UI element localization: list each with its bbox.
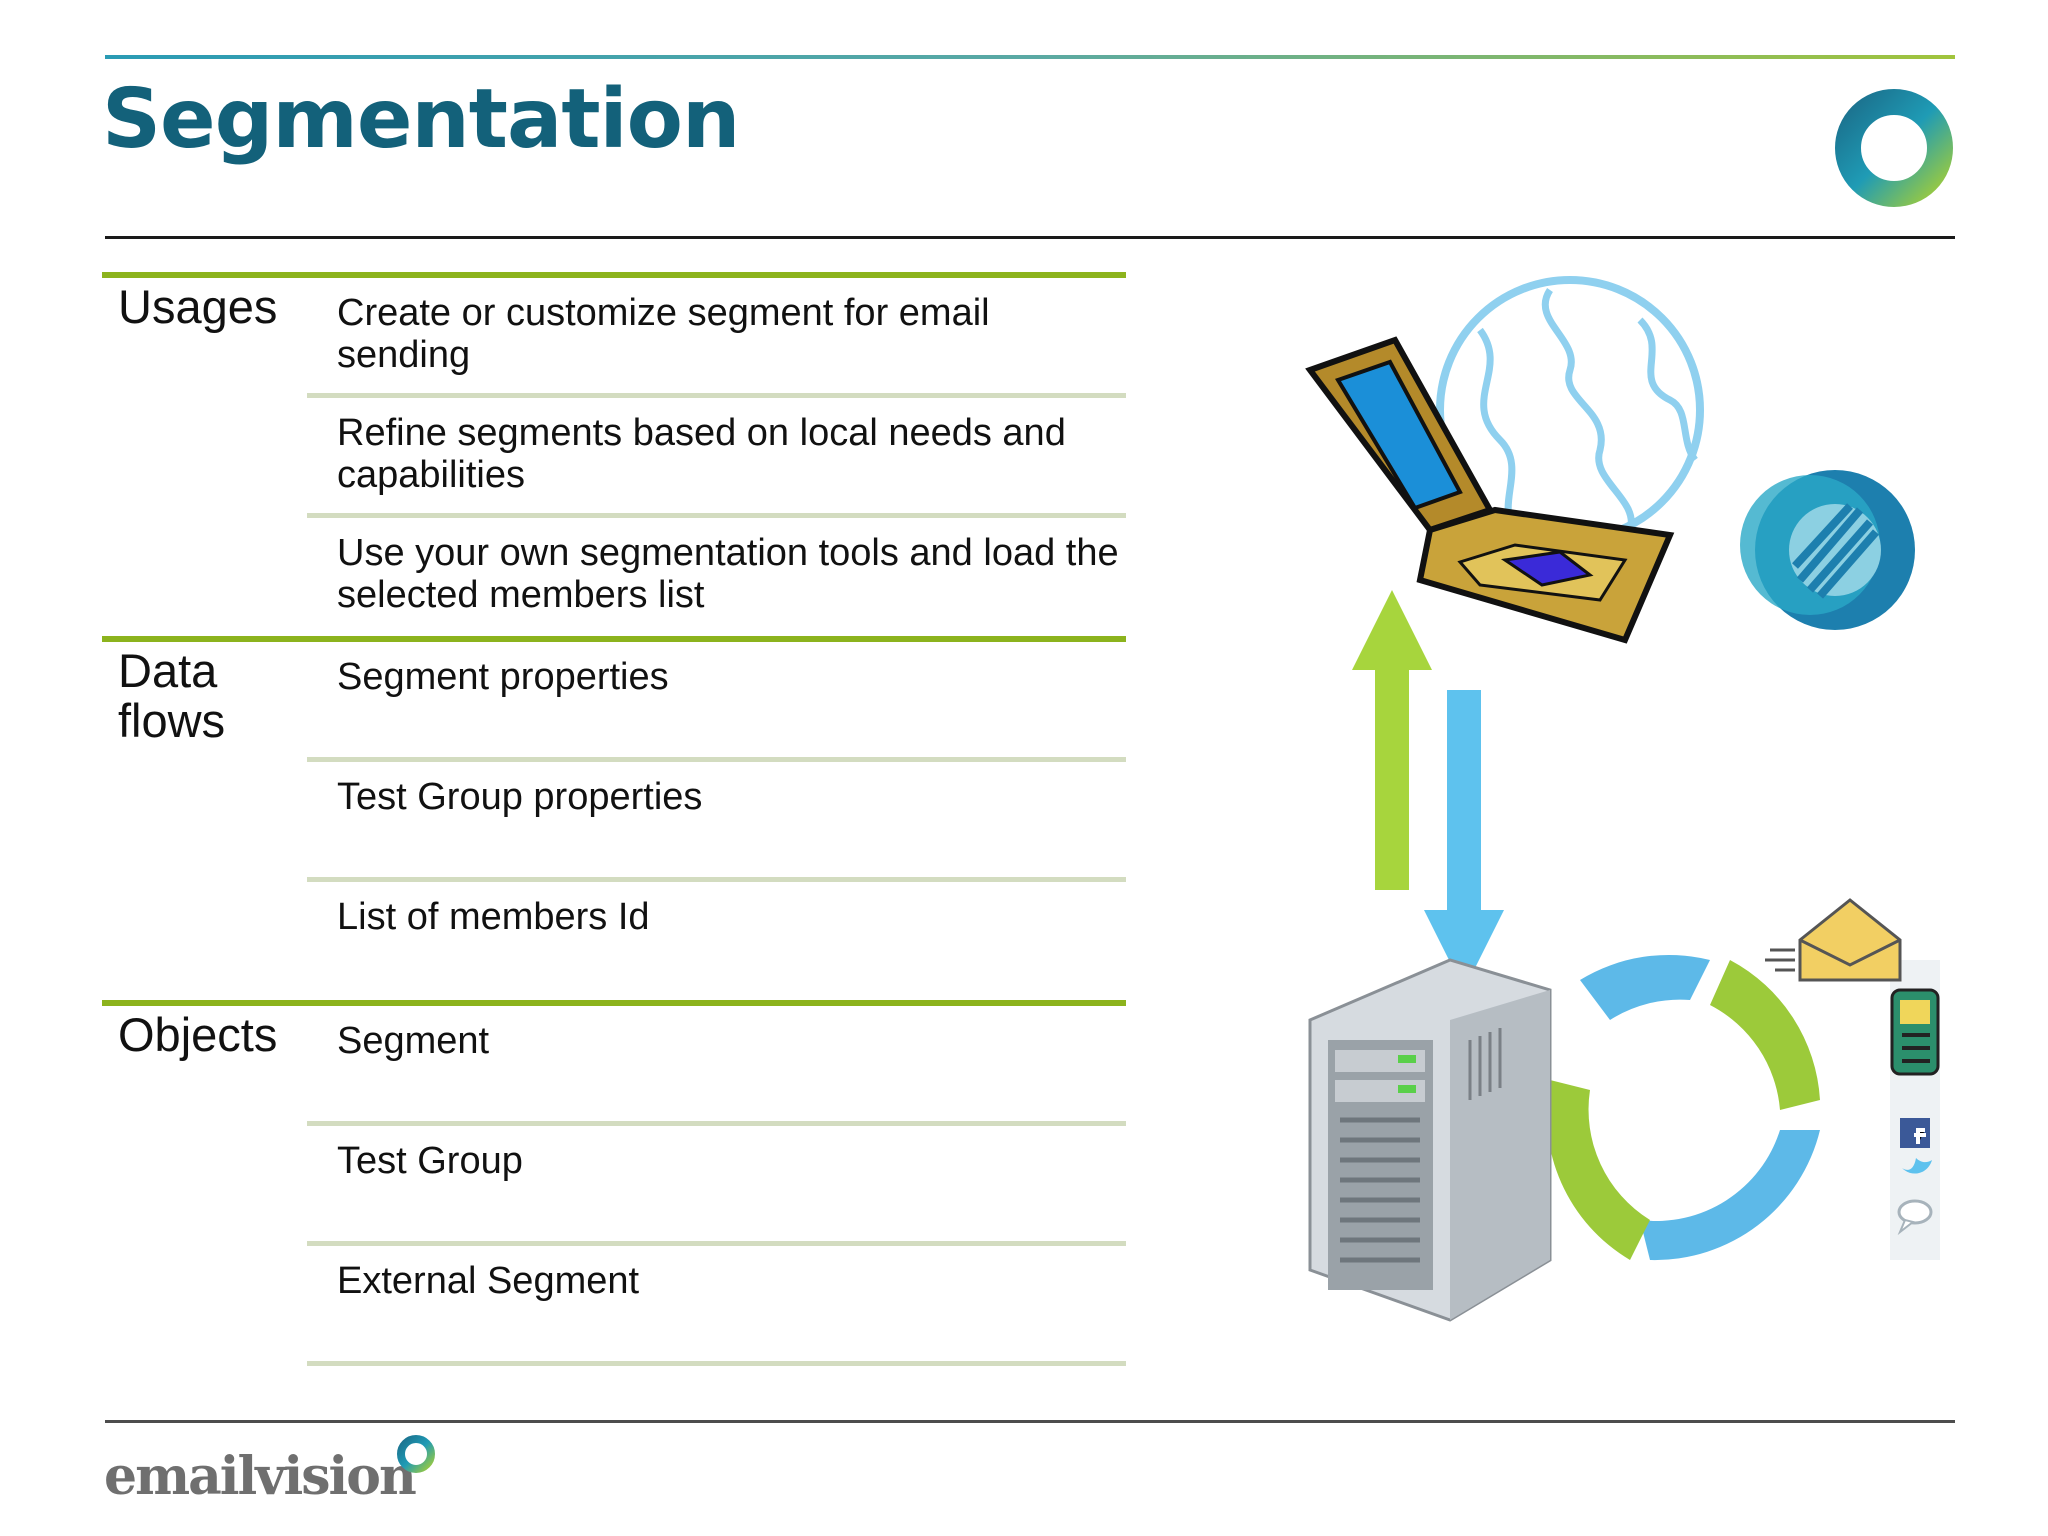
section-objects: Objects Segment Test Group External Segm…: [102, 1000, 1126, 1370]
row-rule: [307, 1121, 1126, 1126]
table-row: Create or customize segment for email se…: [307, 278, 1126, 398]
server-icon: [1308, 958, 1552, 1322]
facebook-icon: [1900, 1118, 1930, 1148]
row-rule: [307, 1361, 1126, 1366]
row-text: Create or customize segment for email se…: [337, 292, 990, 376]
section-label: Data flows: [118, 644, 226, 747]
table-row: Test Group: [307, 1126, 1126, 1246]
twitter-icon: [1902, 1158, 1932, 1174]
table-row: Use your own segmentation tools and load…: [307, 518, 1126, 638]
row-text: Test Group: [337, 1140, 523, 1182]
row-text: Segment: [337, 1020, 490, 1062]
section-data-flows: Data flows Segment properties Test Group…: [102, 636, 1126, 1006]
row-text: Use your own segmentation tools and load…: [337, 532, 1119, 616]
row-text: Segment properties: [337, 656, 669, 698]
striped-circle-icon: [1740, 470, 1915, 630]
row-text: Refine segments based on local needs and…: [337, 412, 1066, 496]
section-label: Objects: [118, 1008, 278, 1061]
brand-name: emailvision: [104, 1446, 417, 1507]
row-rule: [307, 757, 1126, 762]
row-text: List of members Id: [337, 896, 650, 938]
section-usages: Usages Create or customize segment for e…: [102, 272, 1126, 642]
table-row: Segment: [307, 1006, 1126, 1126]
row-rule: [307, 513, 1126, 518]
table-row: Refine segments based on local needs and…: [307, 398, 1126, 518]
table-row: External Segment: [307, 1246, 1126, 1366]
header-divider: [105, 236, 1955, 239]
section-label: Usages: [118, 280, 278, 333]
laptop-icon: [1305, 336, 1675, 644]
chat-bubble-icon: [1897, 1199, 1933, 1236]
row-rule: [307, 1241, 1126, 1246]
table-row: Segment properties: [307, 642, 1126, 762]
section-rule: [102, 636, 1126, 642]
download-arrow-icon: [1424, 690, 1504, 990]
envelope-icon: [1765, 898, 1902, 982]
sync-cycle-icon: [1546, 954, 1820, 1261]
data-flow-illustration: [1305, 276, 1940, 1322]
footer-brand: emailvision: [104, 1428, 464, 1508]
section-rule: [102, 1000, 1126, 1006]
page-title: Segmentation: [102, 72, 740, 167]
ring-logo-icon: [397, 1435, 435, 1473]
ring-logo-icon: [1835, 89, 1953, 207]
mobile-phone-icon: [1890, 988, 1940, 1076]
upload-arrow-icon: [1352, 590, 1432, 890]
row-text: External Segment: [337, 1260, 640, 1302]
row-text: Test Group properties: [337, 776, 703, 818]
table-row: Test Group properties: [307, 762, 1126, 882]
table-row: List of members Id: [307, 882, 1126, 1002]
footer-divider: [105, 1420, 1955, 1423]
row-rule: [307, 393, 1126, 398]
top-accent-rule: [105, 55, 1955, 59]
section-rule: [102, 272, 1126, 278]
row-rule: [307, 877, 1126, 882]
